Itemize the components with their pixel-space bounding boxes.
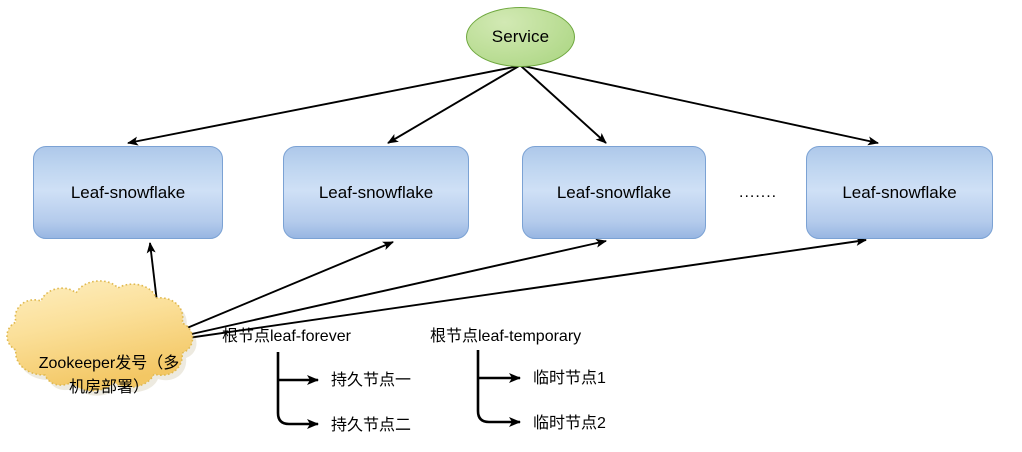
leaf-snowflake-node-4[interactable]: Leaf-snowflake <box>806 146 993 239</box>
zookeeper-node-label: Zookeeper发号（多 机房部署） <box>23 352 195 400</box>
leaf-snowflake-label-4: Leaf-snowflake <box>842 182 957 202</box>
leaf-snowflake-label-2: Leaf-snowflake <box>318 182 434 202</box>
leaf-snowflake-label-3: Leaf-snowflake <box>556 182 672 202</box>
persistent-node-2-label: 持久节点二 <box>331 417 412 434</box>
root-node-leaf-temporary-label: 根节点leaf-temporary <box>430 328 582 345</box>
temporary-node-2-label: 临时节点2 <box>533 415 606 432</box>
edge-service-to-leaf-1 <box>127 65 520 146</box>
service-node[interactable]: Service <box>466 7 575 67</box>
tree-temporary-connectors <box>476 350 521 427</box>
leaf-snowflake-node-3[interactable]: Leaf-snowflake <box>522 146 706 239</box>
root-node-leaf-forever-label: 根节点leaf-forever <box>222 328 351 345</box>
persistent-node-1-label: 持久节点一 <box>331 372 412 389</box>
zookeeper-cloud-shape <box>6 280 197 396</box>
leaf-snowflake-node-1[interactable]: Leaf-snowflake <box>33 146 223 239</box>
edge-service-to-leaf-2 <box>387 65 520 144</box>
ellipsis-separator: ....... <box>739 184 778 201</box>
zookeeper-node[interactable]: Zookeeper发号（多 机房部署） <box>5 322 210 447</box>
temporary-node-1-label: 临时节点1 <box>533 370 606 387</box>
edge-service-to-leaf-4 <box>522 65 879 146</box>
zookeeper-label-line-1: Zookeeper发号（多 <box>38 355 180 372</box>
edge-zookeeper-leaf-4 <box>157 236 867 346</box>
tree-forever-connectors <box>276 352 319 429</box>
zookeeper-label-line-2: 机房部署） <box>68 379 149 396</box>
service-node-label: Service <box>491 27 550 46</box>
leaf-snowflake-label-1: Leaf-snowflake <box>70 182 186 202</box>
edge-service-to-leaf-3 <box>520 65 607 144</box>
leaf-snowflake-node-2[interactable]: Leaf-snowflake <box>283 146 469 239</box>
